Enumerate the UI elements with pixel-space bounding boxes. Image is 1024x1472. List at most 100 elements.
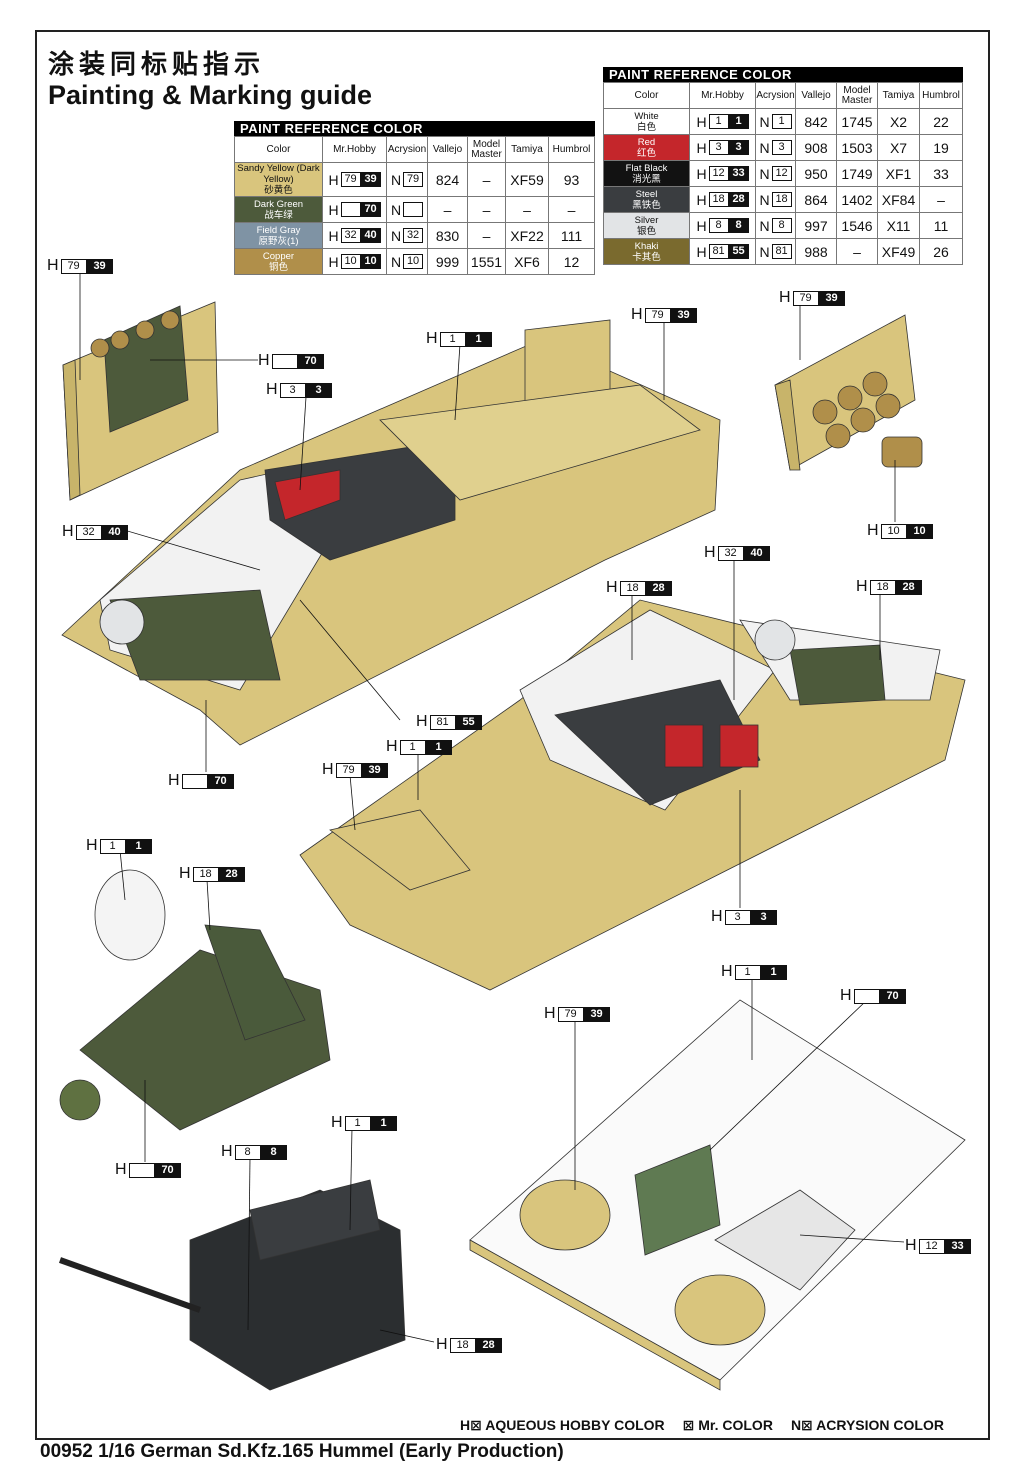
mr-color-number: 39 — [670, 307, 697, 323]
mr-color-number: 33 — [944, 1238, 971, 1254]
mr-color-number: 39 — [583, 1006, 610, 1022]
color-name-cn: 黑铁色 — [632, 199, 661, 211]
color-name-cn: 原野灰(1) — [258, 235, 299, 247]
aqueous-prefix: H — [436, 1336, 448, 1353]
aqueous-number: 18 — [708, 192, 729, 207]
color-swatch: Flat Black 消光黑 — [603, 160, 690, 187]
vallejo-code: 999 — [427, 248, 468, 275]
aqueous-prefix: H — [704, 544, 716, 561]
color-name: Khaki — [634, 240, 659, 252]
aqueous-prefix: H — [322, 761, 334, 778]
mr-color-number: 1 — [125, 838, 152, 854]
aqueous-number: 32 — [340, 228, 361, 243]
mr-color-number: 3 — [305, 382, 332, 398]
aqueous-prefix: H — [168, 772, 180, 789]
aqueous-number: 1 — [734, 964, 761, 980]
mr-color-number: 40 — [360, 228, 381, 243]
aqueous-number: 1 — [439, 331, 466, 347]
aqueous-prefix: H — [840, 987, 852, 1004]
acrysion-number: 3 — [771, 140, 792, 155]
aqueous-prefix: H — [47, 257, 59, 274]
aqueous-prefix: H — [115, 1161, 127, 1178]
aqueous-number: 8 — [234, 1144, 261, 1160]
aqueous-number: 3 — [279, 382, 306, 398]
col-mrhobby: Mr.Hobby — [689, 82, 756, 109]
aqueous-number — [340, 202, 361, 217]
vallejo-code: 830 — [427, 222, 468, 249]
model-master-code: 1551 — [467, 248, 506, 275]
color-swatch: Red 红色 — [603, 134, 690, 161]
aqueous-number — [853, 988, 880, 1004]
color-name: White — [634, 110, 659, 122]
aqueous-number: 8 — [708, 218, 729, 233]
acrysion-number: 1 — [771, 114, 792, 129]
humbrol-code: – — [919, 186, 963, 213]
mr-color-number: 39 — [361, 762, 388, 778]
acrysion-number: 79 — [403, 172, 424, 187]
aqueous-prefix: H — [221, 1143, 233, 1160]
mr-color-number: 70 — [360, 202, 381, 217]
mr-color-number: 8 — [728, 218, 749, 233]
vallejo-code: 997 — [795, 212, 837, 239]
aqueous-prefix: H — [867, 522, 879, 539]
acrysion-number: 8 — [771, 218, 792, 233]
mr-color-number: 28 — [475, 1337, 502, 1353]
humbrol-code: 12 — [548, 248, 595, 275]
acrysion-number — [403, 202, 424, 217]
aqueous-number: 10 — [880, 523, 907, 539]
color-name-cn: 战车绿 — [264, 209, 293, 221]
color-name-cn: 白色 — [636, 121, 656, 133]
rounds-box-illustration — [774, 314, 923, 471]
mr-color-number: 70 — [154, 1162, 181, 1178]
engine-illustration — [58, 1179, 406, 1391]
mr-color-number: 28 — [645, 580, 672, 596]
legend-aqueous: H⊠ AQUEOUS HOBBY COLOR — [460, 1417, 665, 1433]
aqueous-number: 18 — [192, 866, 219, 882]
color-name-cn: 砂黄色 — [264, 185, 293, 196]
paint-reference-table-1: PAINT REFERENCE COLOR Color Mr.Hobby Acr… — [234, 121, 595, 275]
aqueous-prefix: H — [905, 1237, 917, 1254]
aqueous-number: 1 — [344, 1115, 371, 1131]
aqueous-number — [181, 773, 208, 789]
col-acrysion: Acrysion — [386, 136, 428, 163]
aqueous-prefix: H — [779, 289, 791, 306]
tamiya-code: XF6 — [505, 248, 549, 275]
color-name: Red — [637, 136, 656, 148]
color-swatch: Sandy Yellow (Dark Yellow) 砂黄色 — [234, 162, 323, 197]
model-master-code: – — [467, 222, 506, 249]
mr-color-number: 33 — [728, 166, 749, 181]
tamiya-code: XF49 — [877, 238, 920, 265]
transmission-illustration — [59, 869, 331, 1131]
acrysion-number: 32 — [403, 228, 424, 243]
mr-color-number: 3 — [728, 140, 749, 155]
model-master-code: – — [467, 162, 506, 197]
mr-color-number: 55 — [455, 714, 482, 730]
mr-color-number: 40 — [101, 524, 128, 540]
legend-mr-color: ⊠ Mr. COLOR — [682, 1417, 773, 1433]
col-humbrol: Humbrol — [919, 82, 963, 109]
aqueous-prefix: H — [266, 381, 278, 398]
color-name: Sandy Yellow (Dark Yellow) — [237, 163, 320, 185]
aqueous-number: 81 — [708, 244, 729, 259]
